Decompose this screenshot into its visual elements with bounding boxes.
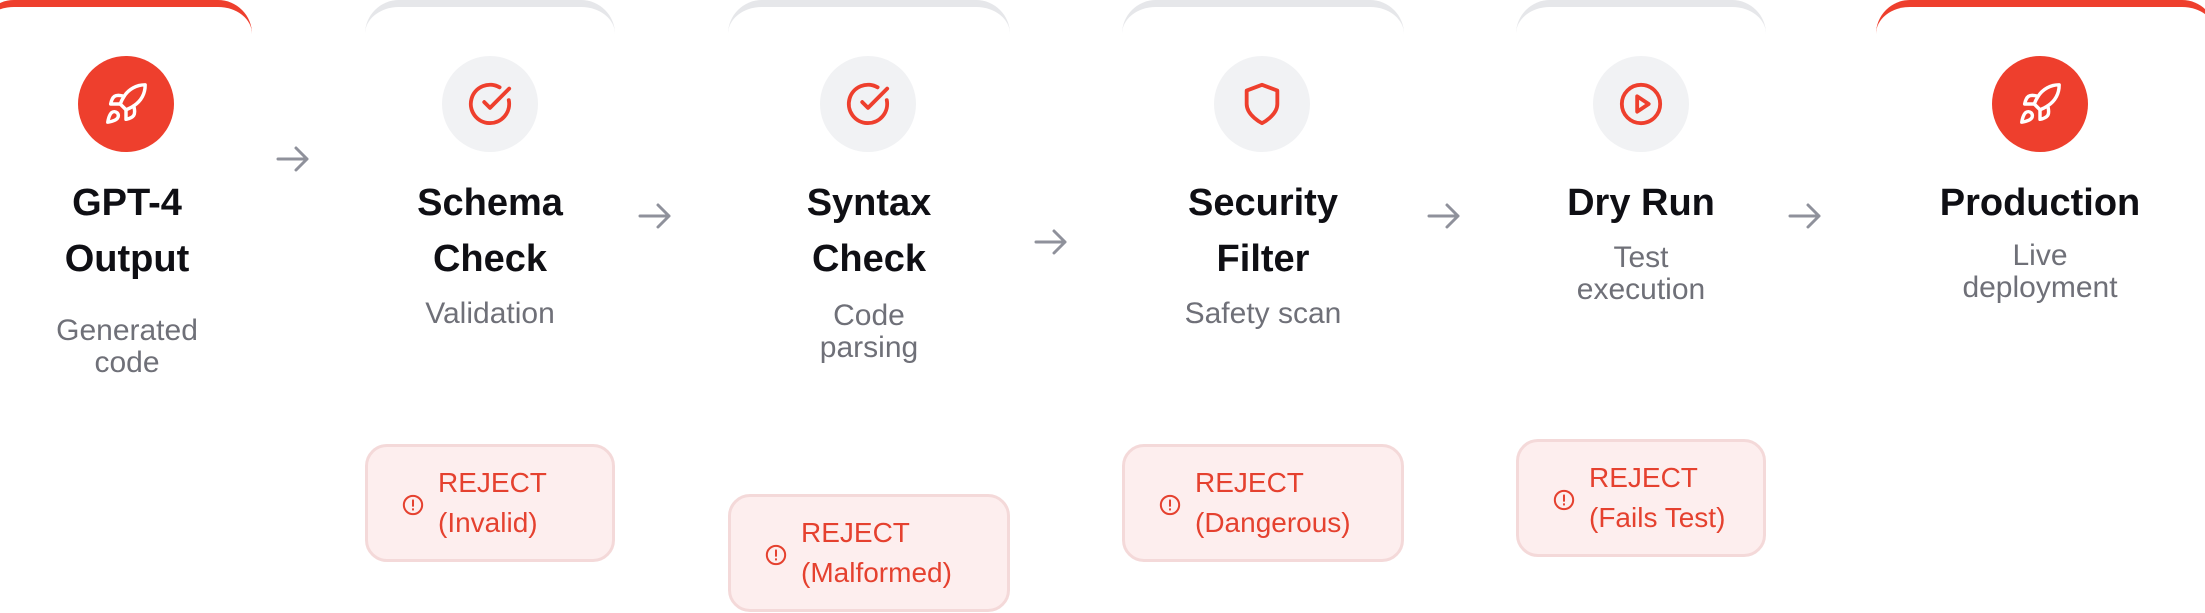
arrow-right-icon bbox=[638, 203, 671, 229]
reject-label: REJECT bbox=[801, 517, 910, 548]
reject-badge-dangerous: REJECT (Dangerous) bbox=[1122, 444, 1404, 562]
reject-reason: (Dangerous) bbox=[1195, 507, 1351, 538]
shield-icon bbox=[1214, 56, 1310, 152]
stage-title-line1: GPT-4 bbox=[72, 182, 182, 224]
arrow-right-icon bbox=[1427, 203, 1460, 229]
stage-subtitle-line2: deployment bbox=[1962, 271, 2118, 304]
reject-reason: (Fails Test) bbox=[1589, 502, 1726, 533]
stage-title-line1: Production bbox=[1939, 182, 2141, 224]
stage-subtitle-line2: execution bbox=[1576, 273, 1706, 306]
check-circle-icon bbox=[442, 56, 538, 152]
reject-badge-malformed: REJECT (Malformed) bbox=[728, 494, 1010, 612]
stage-title-line1: Dry Run bbox=[1567, 182, 1715, 224]
stage-subtitle-line1: Validation bbox=[425, 297, 555, 330]
stage-title-line2: Output bbox=[64, 238, 190, 280]
stage-subtitle-line1: Generated bbox=[56, 314, 198, 347]
stage-title-line2: Filter bbox=[1216, 238, 1310, 280]
play-circle-icon bbox=[1593, 56, 1689, 152]
reject-badge-fails-test: REJECT (Fails Test) bbox=[1516, 439, 1766, 557]
reject-label: REJECT bbox=[438, 467, 547, 498]
alert-circle-icon bbox=[1159, 494, 1181, 516]
stage-subtitle-line2: parsing bbox=[819, 331, 919, 364]
stage-subtitle-line1: Test bbox=[1613, 241, 1669, 274]
alert-circle-icon bbox=[402, 494, 424, 516]
stage-subtitle-line1: Safety scan bbox=[1184, 297, 1342, 330]
stage-subtitle-line1: Code bbox=[833, 299, 905, 332]
reject-reason: (Malformed) bbox=[801, 557, 952, 588]
stage-title-line2: Check bbox=[811, 238, 927, 280]
stage-subtitle-line1: Live bbox=[2012, 239, 2068, 272]
stage-title-line1: Schema bbox=[417, 182, 563, 224]
arrow-right-icon bbox=[1788, 203, 1821, 229]
reject-label: REJECT bbox=[1589, 462, 1698, 493]
alert-circle-icon bbox=[1553, 489, 1575, 511]
arrow-right-icon bbox=[276, 146, 309, 172]
alert-circle-icon bbox=[765, 544, 787, 566]
check-circle-icon bbox=[820, 56, 916, 152]
stage-title-line2: Check bbox=[432, 238, 548, 280]
arrow-right-icon bbox=[1034, 229, 1067, 255]
reject-reason: (Invalid) bbox=[438, 507, 538, 538]
stage-title-line1: Syntax bbox=[806, 182, 932, 224]
stage-title-line1: Security bbox=[1188, 182, 1338, 224]
reject-label: REJECT bbox=[1195, 467, 1304, 498]
rocket-icon bbox=[78, 56, 174, 152]
stage-subtitle-line2: code bbox=[94, 346, 160, 379]
reject-badge-invalid: REJECT (Invalid) bbox=[365, 444, 615, 562]
rocket-icon bbox=[1992, 56, 2088, 152]
